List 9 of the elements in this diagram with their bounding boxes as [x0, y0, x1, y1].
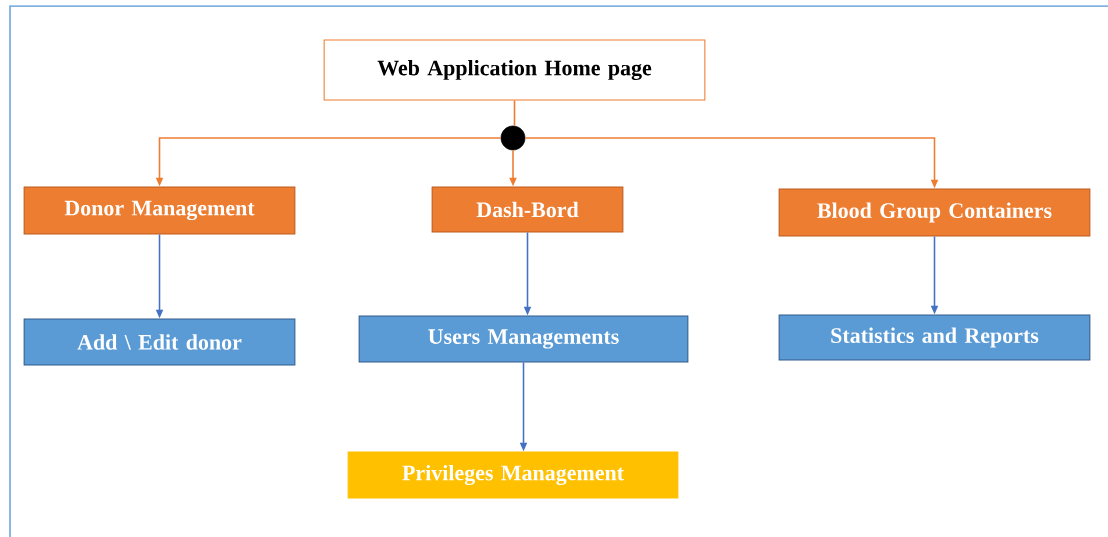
feature-box: Statistics and Reports	[778, 314, 1091, 361]
junction-dot	[500, 125, 526, 151]
module-box: Dash-Bord	[431, 186, 624, 233]
module-box: Blood Group Containers	[778, 188, 1091, 237]
feature-box: Privileges Management	[347, 451, 679, 499]
feature-box: Users Managements	[358, 315, 689, 363]
feature-box: Add \ Edit donor	[23, 318, 296, 366]
module-box: Donor Management	[23, 186, 296, 235]
home-page-box: Web Application Home page	[323, 39, 706, 101]
